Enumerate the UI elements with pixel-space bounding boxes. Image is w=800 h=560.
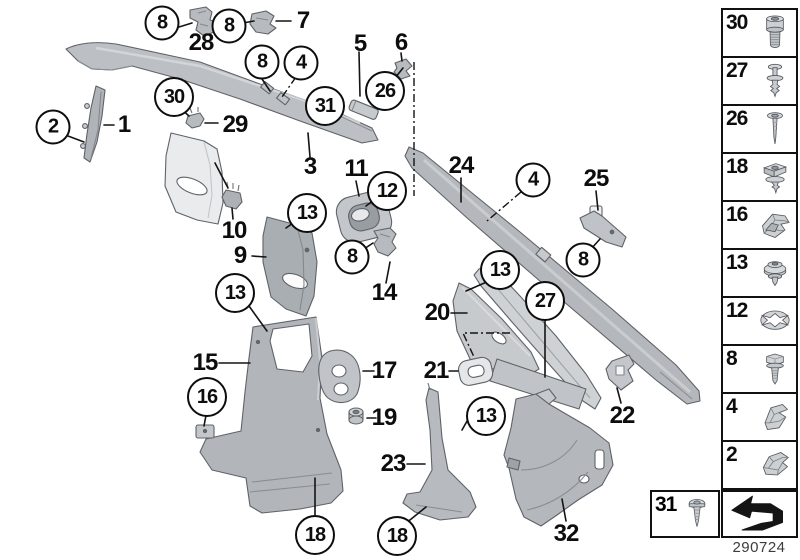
legend-item-number: 31 [655, 493, 677, 516]
callout-circled-26[interactable]: 26 [365, 71, 405, 111]
spring-clip-icon [762, 452, 790, 476]
part-23-bracket-trim [402, 382, 477, 521]
fastener-legend: 30 27 [721, 8, 798, 490]
part-29-clip [185, 107, 205, 129]
callout-circled-4[interactable]: 4 [515, 162, 551, 198]
callout-label-10[interactable]: 10 [221, 217, 248, 244]
part-10-b-pillar-upper-trim [164, 132, 224, 225]
callout-label-20[interactable]: 20 [424, 299, 451, 326]
legend-item-number: 18 [726, 155, 748, 178]
callout-label-25[interactable]: 25 [583, 165, 610, 192]
callout-label-32[interactable]: 32 [553, 520, 580, 547]
leader-lines-dashdot [281, 62, 522, 358]
callout-label-6[interactable]: 6 [394, 29, 408, 56]
callout-label-3[interactable]: 3 [303, 153, 317, 180]
blind-rivet-icon [767, 112, 783, 145]
callout-circled-12[interactable]: 12 [367, 171, 407, 211]
callout-label-21[interactable]: 21 [423, 357, 450, 384]
callout-circled-8[interactable]: 8 [334, 239, 370, 275]
part-15-b-pillar-lower-trim [199, 316, 344, 514]
part-7-clip [249, 10, 277, 35]
legend-item-number: 2 [726, 443, 738, 466]
part-5-strip [348, 99, 379, 120]
legend-item-number: 26 [726, 107, 748, 130]
callout-circled-2[interactable]: 2 [35, 109, 71, 145]
grommet-plug-icon [763, 261, 787, 287]
callout-circled-18[interactable]: 18 [295, 515, 335, 555]
legend-item-16[interactable]: 16 [723, 202, 796, 250]
legend-item-number: 13 [726, 251, 748, 274]
callout-label-7[interactable]: 7 [296, 7, 310, 34]
callout-label-23[interactable]: 23 [380, 450, 407, 477]
part-15-foot-tab [195, 424, 215, 439]
callout-circled-13[interactable]: 13 [466, 396, 506, 436]
part-25-bracket [579, 205, 627, 248]
legend-item-18[interactable]: 18 [723, 154, 796, 202]
callout-label-11[interactable]: 11 [344, 155, 368, 182]
callout-label-1[interactable]: 1 [117, 111, 131, 138]
callout-circled-8[interactable]: 8 [565, 242, 601, 278]
direction-symbol-box[interactable] [721, 490, 798, 538]
part-21-gasket [457, 356, 494, 386]
callout-label-14[interactable]: 14 [371, 279, 398, 306]
part-19-grommet [348, 407, 364, 425]
part-1-trim-cover [80, 85, 106, 163]
legend-item-8[interactable]: 8 [723, 346, 796, 394]
legend-item-number: 30 [726, 11, 748, 34]
legend-item-31[interactable]: 31 [650, 490, 720, 538]
legend-item-number: 8 [726, 347, 738, 370]
callout-label-24[interactable]: 24 [448, 152, 475, 179]
hex-bolt-icon [766, 353, 784, 385]
callout-label-19[interactable]: 19 [371, 404, 398, 431]
sheet-metal-clip-icon [764, 404, 789, 430]
legend-item-27[interactable]: 27 [723, 58, 796, 106]
socket-head-screw-icon [766, 15, 784, 49]
callout-label-22[interactable]: 22 [609, 402, 636, 429]
legend-item-13[interactable]: 13 [723, 250, 796, 298]
callout-circled-13[interactable]: 13 [215, 273, 255, 313]
callout-label-29[interactable]: 29 [222, 111, 249, 138]
pan-head-screw-icon [688, 498, 706, 527]
expansion-rivet-icon [766, 63, 784, 98]
callout-circled-8[interactable]: 8 [144, 5, 180, 41]
callout-circled-16[interactable]: 16 [187, 377, 227, 417]
callout-label-5[interactable]: 5 [353, 30, 367, 57]
part-10-clip [221, 181, 243, 210]
legend-item-number: 4 [726, 395, 738, 418]
legend-item-12[interactable]: 12 [723, 298, 796, 346]
callout-label-28[interactable]: 28 [188, 29, 215, 56]
direction-arrow-icon [730, 495, 783, 531]
legend-item-4[interactable]: 4 [723, 394, 796, 442]
legend-item-number: 27 [726, 59, 748, 82]
part-27-trim-strip [473, 263, 602, 410]
callout-circled-13[interactable]: 13 [480, 250, 520, 290]
callout-label-9[interactable]: 9 [233, 242, 247, 269]
callout-circled-8[interactable]: 8 [211, 8, 247, 44]
callout-circled-30[interactable]: 30 [154, 77, 194, 117]
legend-item-2[interactable]: 2 [723, 442, 796, 488]
drawing-number: 290724 [732, 539, 786, 556]
callout-circled-18[interactable]: 18 [377, 516, 417, 556]
part-14-bracket [373, 227, 397, 257]
callout-label-17[interactable]: 17 [371, 357, 398, 384]
star-lock-washer-icon [760, 310, 790, 330]
part-28-bracket [189, 6, 217, 37]
legend-item-number: 16 [726, 203, 748, 226]
spring-clamp-icon [762, 213, 790, 238]
legend-item-30[interactable]: 30 [723, 10, 796, 58]
legend-item-26[interactable]: 26 [723, 106, 796, 154]
callout-circled-27[interactable]: 27 [525, 281, 565, 321]
part-22-cap [605, 354, 635, 391]
callout-circled-31[interactable]: 31 [305, 86, 345, 126]
nut-clip-icon [762, 163, 788, 195]
callout-circled-8[interactable]: 8 [244, 44, 280, 80]
callout-circled-13[interactable]: 13 [287, 193, 327, 233]
part-17-speaker-cover [318, 349, 361, 403]
callout-circled-4[interactable]: 4 [283, 45, 319, 81]
legend-item-number: 12 [726, 299, 748, 322]
callout-label-15[interactable]: 15 [192, 349, 219, 376]
part-24-roof-rail-trim [404, 146, 701, 405]
part-32-quarter-trim [503, 388, 614, 527]
